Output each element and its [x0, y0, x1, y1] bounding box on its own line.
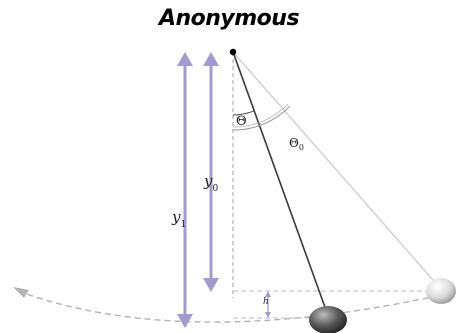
y0-arrow — [203, 52, 219, 292]
y0-label: y0 — [203, 172, 218, 194]
h-arrow — [265, 291, 271, 318]
rod-current — [232, 51, 327, 311]
theta0-label: Θ0 — [289, 136, 304, 152]
h-label: h — [263, 297, 269, 307]
swing-arc — [17, 290, 433, 323]
theta-arc — [232, 110, 255, 116]
pivot-point — [229, 48, 237, 56]
theta-label: Θ — [236, 114, 247, 129]
y1-label: y1 — [171, 208, 186, 230]
bob-current — [309, 306, 347, 333]
rod-initial — [232, 51, 441, 289]
theta0-arc-inner — [232, 103, 289, 128]
theta0-arc — [232, 105, 291, 131]
swing-arrowhead — [13, 287, 29, 298]
y1-arrow — [177, 52, 193, 328]
diagram-title: Anonymous — [158, 6, 300, 31]
bob-initial — [426, 278, 456, 304]
